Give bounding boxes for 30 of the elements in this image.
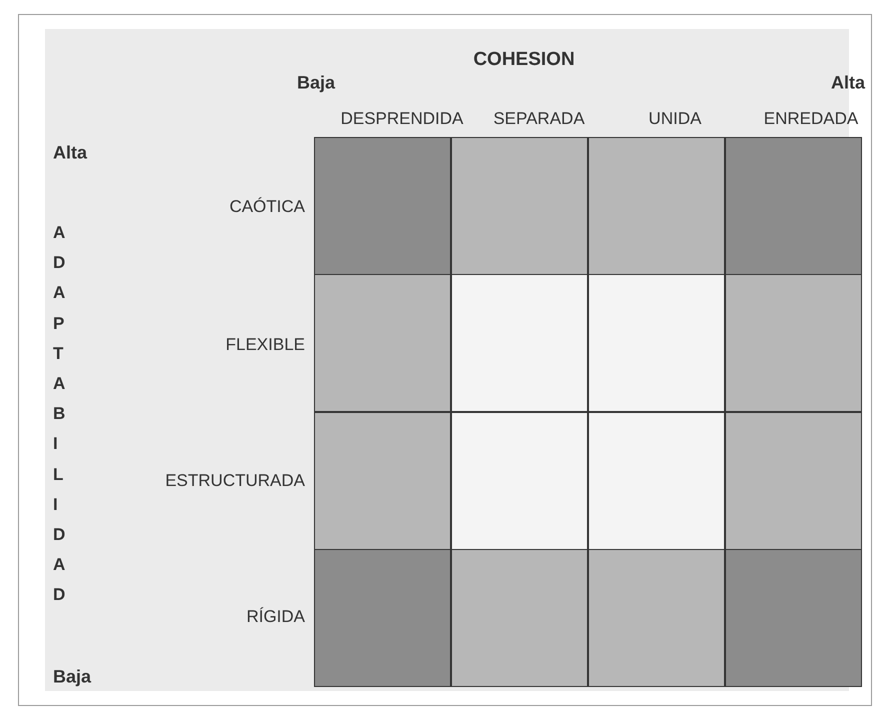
grid-cell (726, 412, 861, 549)
grid-cell (315, 138, 450, 274)
category-label: DESPRENDIDA (340, 109, 464, 129)
category-label: UNIDA (648, 109, 702, 129)
grid-cell (315, 412, 450, 549)
grid-cell (588, 138, 724, 274)
grid-cell (452, 550, 588, 686)
category-label: ENREDADA (764, 109, 858, 129)
grid-cell (588, 550, 724, 686)
grid-cell (726, 275, 861, 412)
grid-cell (588, 275, 724, 412)
grid-cell (315, 550, 450, 686)
grid-cell (726, 550, 861, 686)
category-label: CAÓTICA (229, 197, 305, 217)
grid-cell (315, 275, 450, 412)
category-label: RÍGIDA (246, 607, 305, 627)
grid-cell (452, 138, 588, 274)
axis-title: ADAPTABILIDAD (53, 222, 66, 606)
axis-label: Alta (830, 72, 865, 94)
grid-cell (588, 412, 724, 549)
grid-cell (452, 412, 588, 549)
axis-label: Alta (53, 142, 88, 164)
axis-label: Baja (53, 666, 92, 688)
category-label: ESTRUCTURADA (165, 471, 305, 491)
axis-label: COHESION (473, 49, 575, 71)
grid-cell (726, 138, 861, 274)
category-label: SEPARADA (493, 109, 585, 129)
grid-cell (452, 275, 588, 412)
category-label: FLEXIBLE (226, 335, 305, 355)
axis-label: Baja (297, 72, 336, 94)
